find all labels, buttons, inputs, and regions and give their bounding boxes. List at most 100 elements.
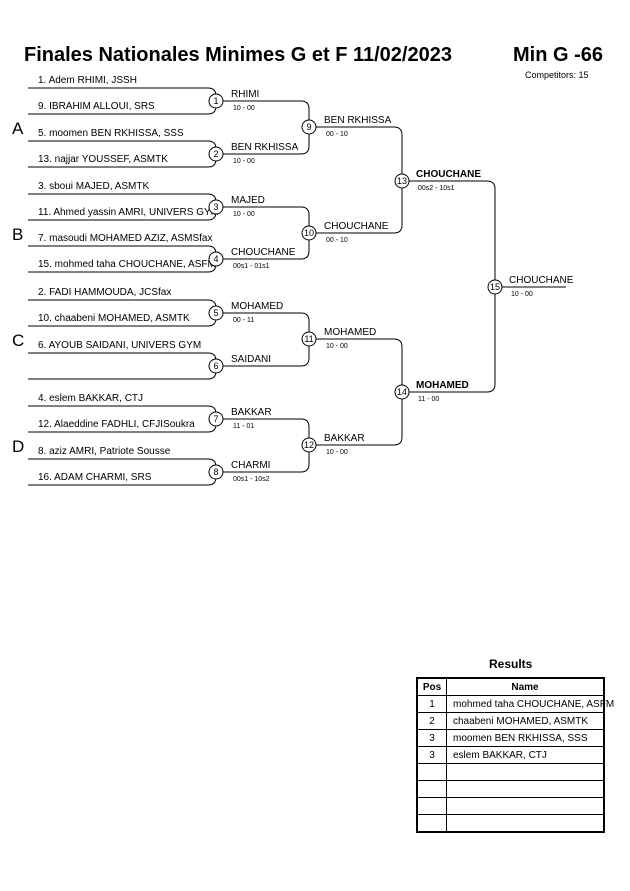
player-label: 10. chaabeni MOHAMED, ASMTK bbox=[38, 313, 190, 324]
match-number: 8 bbox=[213, 467, 218, 477]
player-slot-line bbox=[28, 405, 217, 415]
match-number: 15 bbox=[490, 282, 500, 292]
match-number: 6 bbox=[213, 361, 218, 371]
pool-letter: B bbox=[12, 225, 23, 244]
match-node bbox=[208, 305, 224, 321]
match-winner: CHOUCHANE bbox=[324, 221, 389, 232]
results-row bbox=[416, 780, 605, 798]
results-pos: 3 bbox=[416, 729, 447, 747]
match-winner: BEN RKHISSA bbox=[231, 142, 299, 153]
match-number: 4 bbox=[213, 254, 218, 264]
match-winner: MOHAMED bbox=[324, 327, 376, 338]
player-slot-line bbox=[28, 352, 217, 362]
player-label: 4. eslem BAKKAR, CTJ bbox=[38, 393, 143, 404]
results-pos bbox=[416, 814, 447, 833]
match-score: 00 - 10 bbox=[326, 237, 348, 244]
results-name: mohmed taha CHOUCHANE, ASFM bbox=[446, 695, 614, 713]
match-node bbox=[301, 437, 317, 453]
results-name bbox=[446, 780, 605, 798]
match-node bbox=[208, 146, 224, 162]
match-number: 11 bbox=[304, 334, 313, 344]
match-winner: MOHAMED bbox=[416, 380, 469, 391]
results-name bbox=[446, 797, 605, 815]
match-number: 3 bbox=[213, 202, 218, 212]
match-number: 14 bbox=[397, 387, 407, 397]
results-header-pos: Pos bbox=[416, 677, 447, 696]
player-slot-line bbox=[28, 87, 217, 97]
match-node bbox=[208, 358, 224, 374]
player-slot-line bbox=[28, 370, 217, 380]
match-winner: MAJED bbox=[231, 195, 265, 206]
weight-category: Min G -66 bbox=[513, 44, 604, 66]
match-winner: BAKKAR bbox=[231, 407, 272, 418]
player-slot-line bbox=[28, 458, 217, 468]
results-header-name: Name bbox=[446, 677, 605, 696]
match-score: 11 - 00 bbox=[418, 396, 439, 403]
match-score: 00 - 11 bbox=[233, 317, 254, 324]
results-pos bbox=[416, 780, 447, 798]
player-label: 9. IBRAHIM ALLOUI, SRS bbox=[38, 101, 155, 112]
match-score: 10 - 00 bbox=[233, 211, 255, 218]
match-winner: SAIDANI bbox=[231, 354, 271, 365]
match-node bbox=[208, 93, 224, 109]
player-label: 2. FADI HAMMOUDA, JCSfax bbox=[38, 287, 171, 298]
player-slot-line bbox=[28, 299, 217, 309]
match-number: 12 bbox=[304, 440, 314, 450]
player-slot-line bbox=[28, 245, 217, 255]
pool-letter: A bbox=[12, 119, 24, 138]
match-node bbox=[208, 411, 224, 427]
match-node bbox=[394, 173, 410, 189]
match-node bbox=[301, 119, 317, 135]
final-score: 10 - 00 bbox=[511, 291, 533, 298]
match-node bbox=[208, 464, 224, 480]
results-row bbox=[416, 797, 605, 815]
match-node bbox=[208, 251, 224, 267]
page-title: Finales Nationales Minimes G et F 11/02/… bbox=[24, 44, 452, 66]
match-number: 13 bbox=[397, 176, 407, 186]
match-number: 9 bbox=[306, 122, 311, 132]
match-node bbox=[301, 225, 317, 241]
player-label: 11. Ahmed yassin AMRI, UNIVERS GYM bbox=[38, 207, 219, 218]
match-node bbox=[208, 199, 224, 215]
competitors-count: Competitors: 15 bbox=[525, 70, 589, 80]
results-name bbox=[446, 814, 605, 833]
player-label: 12. Alaeddine FADHLI, CFJISoukra bbox=[38, 419, 195, 430]
match-score: 10 - 00 bbox=[233, 158, 255, 165]
match-number: 10 bbox=[304, 228, 314, 238]
results-name bbox=[446, 763, 605, 781]
match-winner: BAKKAR bbox=[324, 433, 365, 444]
player-label: 15. mohmed taha CHOUCHANE, ASFM bbox=[38, 259, 216, 270]
match-score: 10 - 00 bbox=[326, 449, 348, 456]
match-node bbox=[394, 384, 410, 400]
match-score: 10 - 00 bbox=[326, 343, 348, 350]
player-label: 5. moomen BEN RKHISSA, SSS bbox=[38, 128, 184, 139]
results-pos: 2 bbox=[416, 712, 447, 730]
final-winner: CHOUCHANE bbox=[509, 275, 574, 286]
results-name: eslem BAKKAR, CTJ bbox=[446, 746, 605, 764]
match-winner: BEN RKHISSA bbox=[324, 115, 392, 126]
player-label: 1. Adem RHIMI, JSSH bbox=[38, 75, 137, 86]
player-label: 16. ADAM CHARMI, SRS bbox=[38, 472, 152, 483]
match-winner: MOHAMED bbox=[231, 301, 283, 312]
match-number: 7 bbox=[213, 414, 218, 424]
results-header-row: Pos Name bbox=[416, 677, 605, 696]
match-score: 00s2 - 10s1 bbox=[418, 185, 455, 192]
player-label: 8. aziz AMRI, Patriote Sousse bbox=[38, 446, 171, 457]
pool-letter: C bbox=[12, 331, 24, 350]
match-winner: CHARMI bbox=[231, 460, 270, 471]
results-pos bbox=[416, 763, 447, 781]
match-number: 1 bbox=[213, 96, 218, 106]
player-label: 7. masoudi MOHAMED AZIZ, ASMSfax bbox=[38, 233, 213, 244]
match-score: 00s1 - 01s1 bbox=[233, 263, 270, 270]
match-node bbox=[301, 331, 317, 347]
player-label: 6. AYOUB SAIDANI, UNIVERS GYM bbox=[38, 340, 201, 351]
results-pos: 3 bbox=[416, 746, 447, 764]
results-row bbox=[416, 814, 605, 833]
pool-letter: D bbox=[12, 437, 24, 456]
